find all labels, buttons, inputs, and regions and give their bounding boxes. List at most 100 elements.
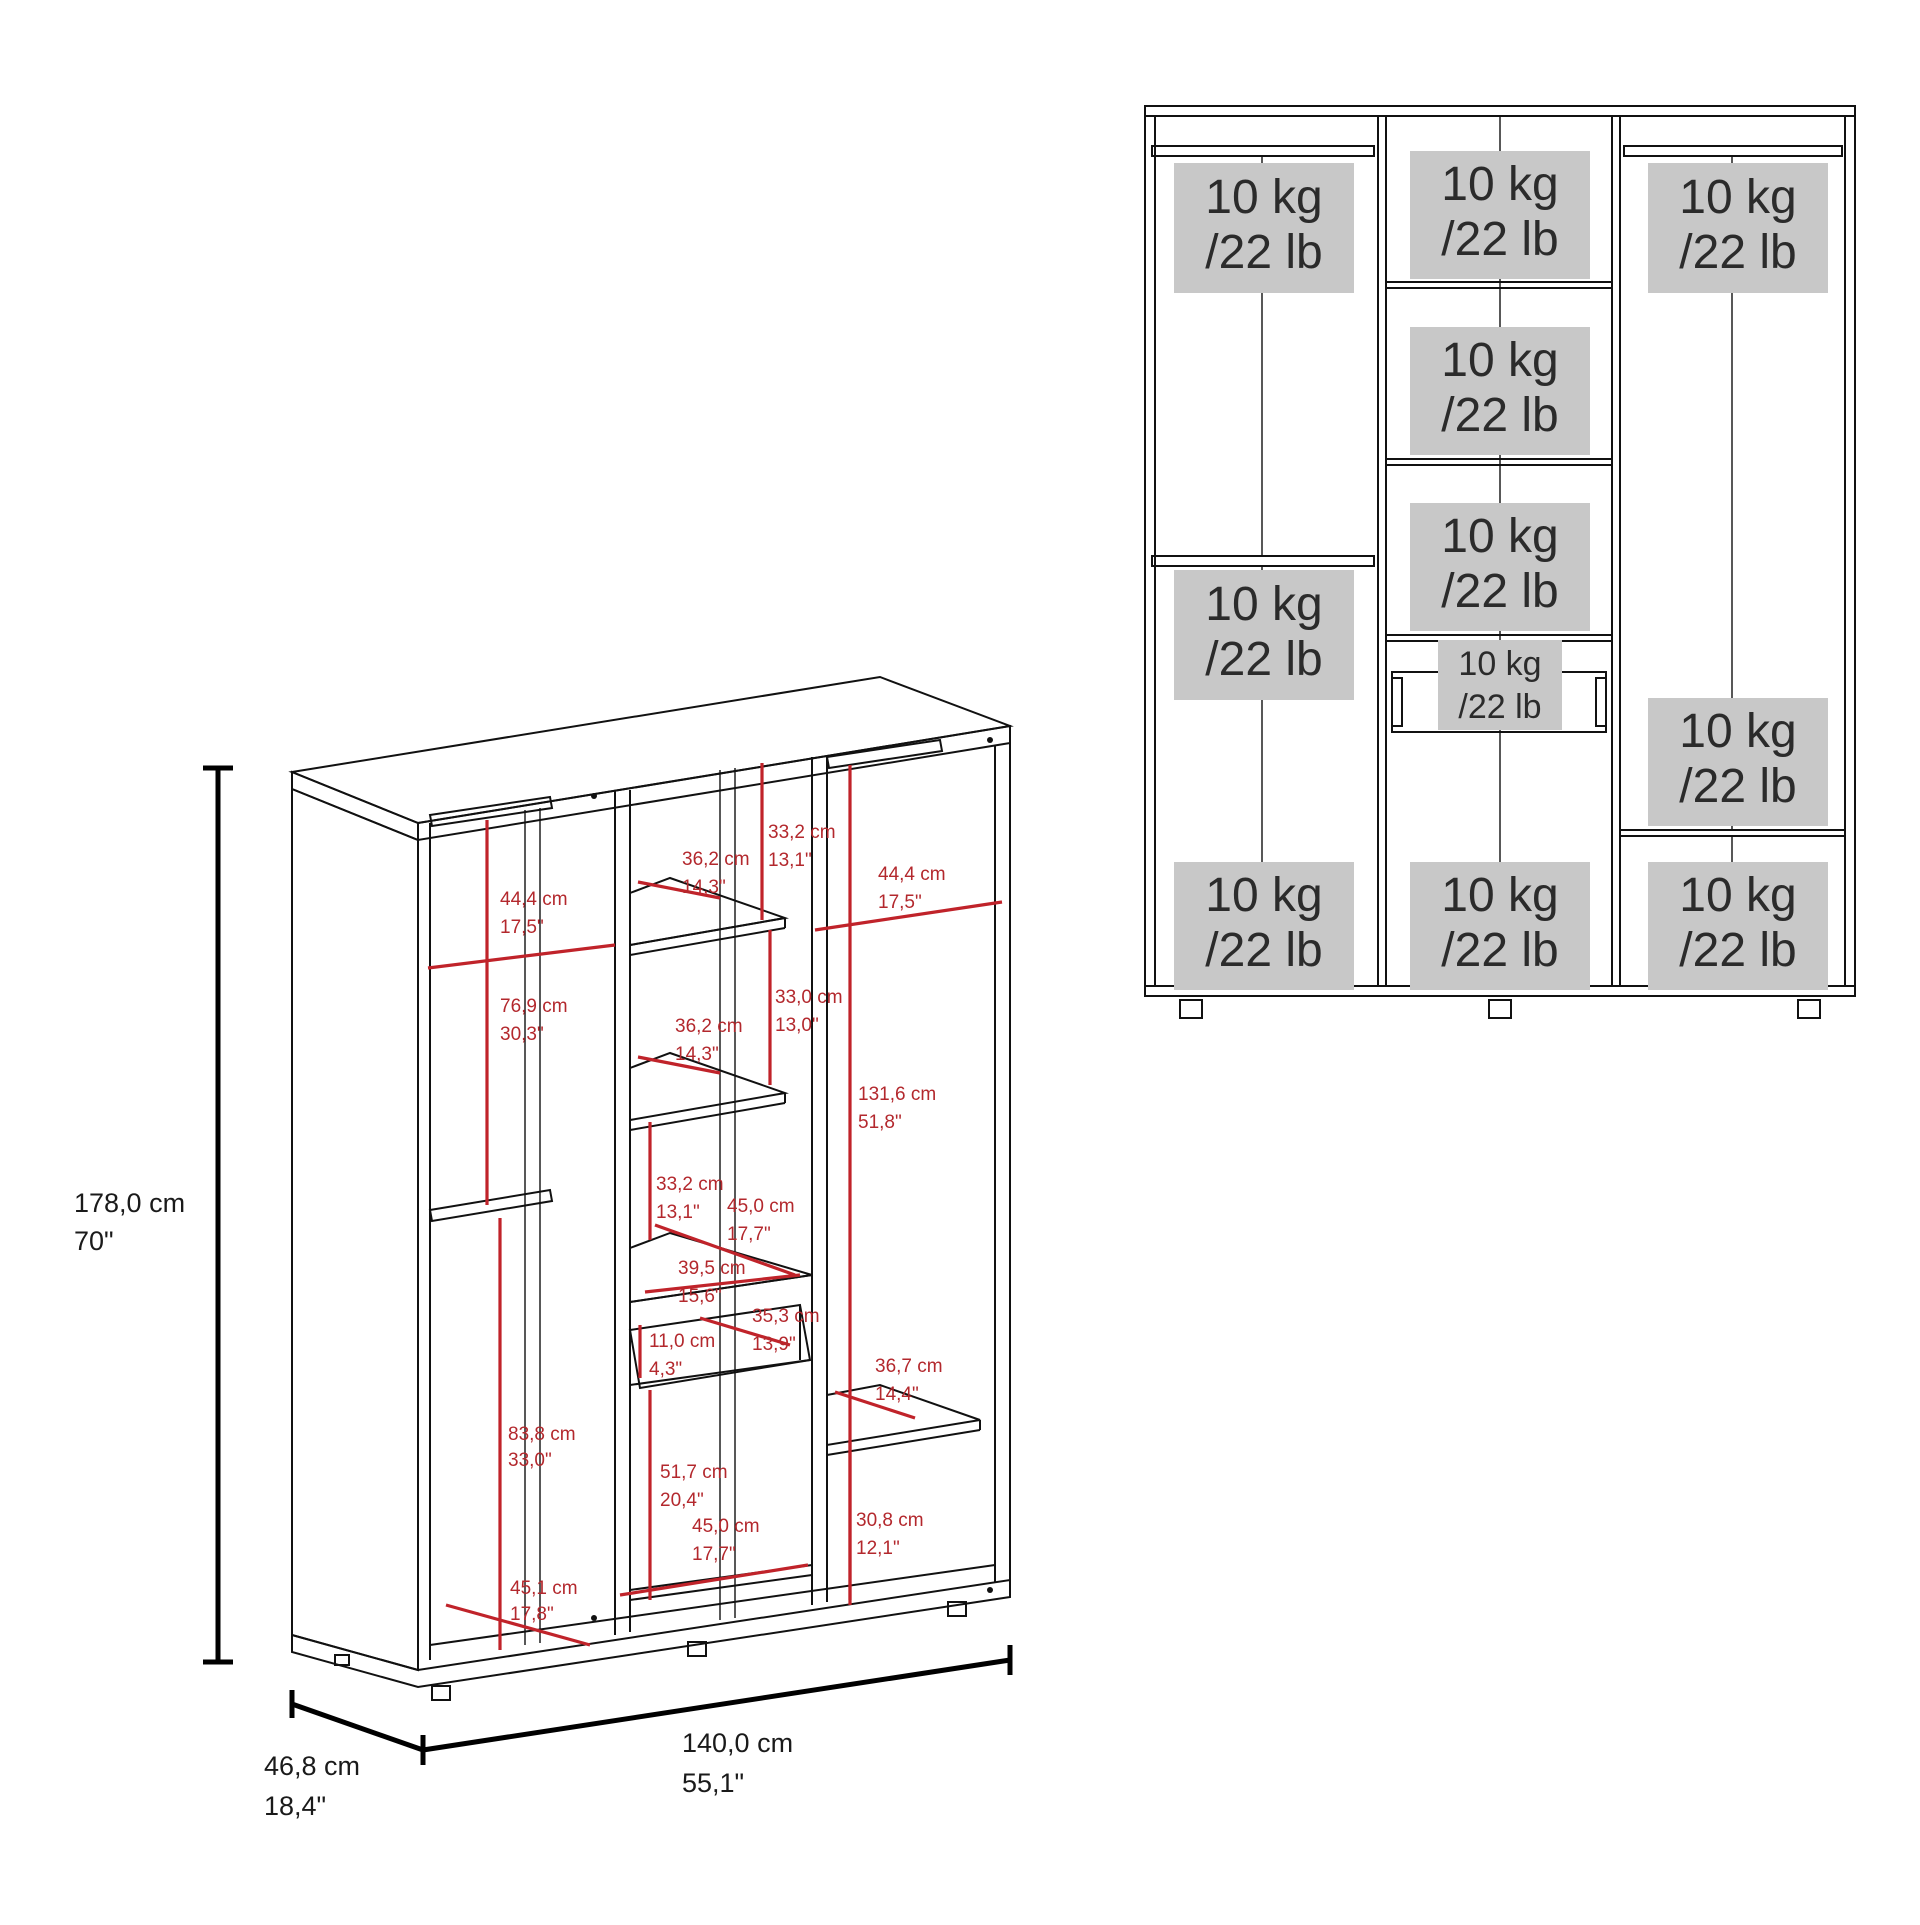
load-badge: 10 kg /22 lb bbox=[1648, 163, 1828, 293]
left-side-panel bbox=[291, 787, 419, 1672]
interior-dim-label: 44,4 cm bbox=[500, 889, 568, 910]
depth-dimension-line bbox=[291, 1701, 424, 1753]
front-rod-top-left bbox=[1151, 145, 1375, 157]
front-leg-middle bbox=[1488, 999, 1512, 1019]
leg-front-left bbox=[431, 1685, 451, 1701]
leg-front-middle bbox=[687, 1641, 707, 1657]
interior-dim-label: 17,5" bbox=[878, 892, 922, 913]
interior-dim-label: 83,8 cm bbox=[508, 1424, 576, 1445]
load-badge-kg: 10 kg bbox=[1441, 869, 1558, 922]
load-badge: 10 kg /22 lb bbox=[1410, 862, 1590, 990]
interior-dimension-lines bbox=[427, 763, 1003, 1650]
load-badge: 10 kg /22 lb bbox=[1410, 327, 1590, 455]
load-badge-lb: /22 lb bbox=[1205, 924, 1322, 977]
interior-dim-label: 14,4" bbox=[875, 1384, 919, 1405]
interior-dim-label: 17,7" bbox=[727, 1224, 771, 1245]
wardrobe-isometric-drawing bbox=[288, 675, 1014, 1701]
load-badge-kg: 10 kg bbox=[1441, 334, 1558, 387]
interior-dim-label: 30,8 cm bbox=[856, 1510, 924, 1531]
load-badge-lb: /22 lb bbox=[1679, 226, 1796, 279]
interior-dim-label: 36,7 cm bbox=[875, 1356, 943, 1377]
interior-dim-label: 11,0 cm bbox=[649, 1331, 715, 1352]
interior-dim-label: 35,3 cm bbox=[752, 1306, 820, 1327]
hanging-rod-top-right bbox=[825, 738, 944, 770]
interior-dim-label: 17,8" bbox=[510, 1604, 554, 1625]
load-capacity-badges: 10 kg /22 lb 10 kg /22 lb 10 kg /22 lb 1… bbox=[1174, 151, 1828, 990]
width-in-label: 55,1" bbox=[682, 1768, 744, 1798]
interior-dim-label: 17,7" bbox=[692, 1544, 736, 1565]
load-badge-kg: 10 kg bbox=[1205, 869, 1322, 922]
top-panel-front-left bbox=[291, 770, 419, 842]
load-badge-kg: 10 kg bbox=[1205, 171, 1322, 224]
load-badge-kg: 10 kg bbox=[1679, 869, 1796, 922]
hanging-rod-mid-left bbox=[428, 1188, 554, 1223]
depth-in-label: 18,4" bbox=[264, 1791, 326, 1821]
width-dimension-line bbox=[422, 1657, 1011, 1753]
interior-dim-label: 20,4" bbox=[660, 1490, 704, 1511]
load-badge: 10 kg /22 lb bbox=[1174, 570, 1354, 700]
front-rod-mid-left bbox=[1151, 555, 1375, 567]
interior-dim-label: 44,4 cm bbox=[878, 864, 946, 885]
interior-dim-label: 36,2 cm bbox=[675, 1016, 743, 1037]
load-badge: 10 kg /22 lb bbox=[1648, 698, 1828, 826]
interior-dim-label: 33,2 cm bbox=[768, 822, 836, 843]
load-badge-kg: 10 kg bbox=[1458, 645, 1541, 683]
interior-dim-label: 33,0" bbox=[508, 1450, 552, 1471]
interior-dim-label: 17,5" bbox=[500, 917, 544, 938]
interior-dim-label: 45,1 cm bbox=[510, 1578, 578, 1599]
load-badge-lb: /22 lb bbox=[1679, 760, 1796, 813]
front-leg-left bbox=[1179, 999, 1203, 1019]
load-badge: 10 kg /22 lb bbox=[1410, 151, 1590, 279]
interior-dim-label: 36,2 cm bbox=[682, 849, 750, 870]
overall-dimension-lines bbox=[203, 765, 1013, 1765]
load-badge-kg: 10 kg bbox=[1679, 705, 1796, 758]
interior-dim-label: 4,3" bbox=[649, 1359, 682, 1380]
interior-dim-label: 45,0 cm bbox=[692, 1516, 760, 1537]
leg-front-right bbox=[947, 1601, 967, 1617]
load-badge-lb: /22 lb bbox=[1441, 924, 1558, 977]
load-badge-lb: /22 lb bbox=[1441, 565, 1558, 618]
front-leg-right bbox=[1797, 999, 1821, 1019]
depth-cm-label: 46,8 cm bbox=[264, 1751, 360, 1781]
load-badge: 10 kg /22 lb bbox=[1438, 640, 1562, 730]
interior-dim-label: 13,0" bbox=[775, 1015, 819, 1036]
interior-dim-label: 14,3" bbox=[675, 1044, 719, 1065]
front-view-outline bbox=[1144, 105, 1856, 997]
interior-dim-label: 13,9" bbox=[752, 1334, 796, 1355]
load-badge-lb: /22 lb bbox=[1458, 688, 1541, 726]
interior-dim-label: 15,6" bbox=[678, 1286, 722, 1307]
load-badge: 10 kg /22 lb bbox=[1174, 163, 1354, 293]
bottom-plinth bbox=[291, 1578, 1011, 1689]
hanging-rod-top-left bbox=[428, 795, 554, 828]
interior-dim-label: 30,3" bbox=[500, 1024, 544, 1045]
height-cm-label: 178,0 cm bbox=[74, 1188, 185, 1218]
load-badge-kg: 10 kg bbox=[1441, 158, 1558, 211]
height-in-label: 70" bbox=[74, 1226, 114, 1256]
interior-dim-label: 14,3" bbox=[682, 877, 726, 898]
width-cm-label: 140,0 cm bbox=[682, 1728, 793, 1758]
load-badge-kg: 10 kg bbox=[1441, 510, 1558, 563]
load-badge: 10 kg /22 lb bbox=[1410, 503, 1590, 631]
load-badge: 10 kg /22 lb bbox=[1648, 862, 1828, 990]
load-badge-lb: /22 lb bbox=[1205, 226, 1322, 279]
load-badge-kg: 10 kg bbox=[1205, 578, 1322, 631]
load-badge-lb: /22 lb bbox=[1679, 924, 1796, 977]
interior-dim-label: 13,1" bbox=[656, 1202, 700, 1223]
load-badge: 10 kg /22 lb bbox=[1174, 862, 1354, 990]
interior-dim-label: 51,7 cm bbox=[660, 1462, 728, 1483]
load-badge-lb: /22 lb bbox=[1205, 633, 1322, 686]
interior-dim-label: 131,6 cm bbox=[858, 1084, 936, 1105]
overall-dimension-labels: 178,0 cm 70" 140,0 cm 55,1" 46,8 cm 18,4… bbox=[74, 1188, 793, 1821]
interior-dim-label: 13,1" bbox=[768, 850, 812, 871]
load-badge-lb: /22 lb bbox=[1441, 389, 1558, 442]
interior-dim-label: 12,1" bbox=[856, 1538, 900, 1559]
interior-dim-label: 39,5 cm bbox=[678, 1258, 746, 1279]
load-badge-lb: /22 lb bbox=[1441, 213, 1558, 266]
load-badge-kg: 10 kg bbox=[1679, 171, 1796, 224]
interior-dim-label: 33,0 cm bbox=[775, 987, 843, 1008]
interior-dim-label: 51,8" bbox=[858, 1112, 902, 1133]
interior-dimension-labels: 44,4 cm 17,5" 76,9 cm 30,3" 83,8 cm 33,0… bbox=[500, 822, 946, 1625]
interior-dim-label: 33,2 cm bbox=[656, 1174, 724, 1195]
